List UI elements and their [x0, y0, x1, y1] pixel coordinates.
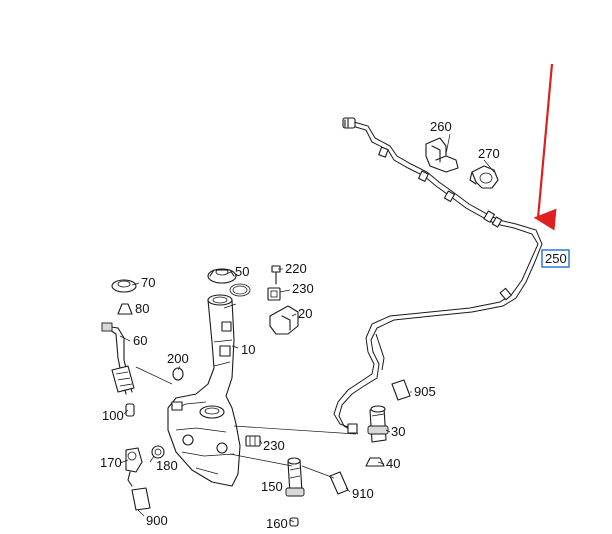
callout-260: 260	[430, 119, 452, 134]
pump-150	[285, 457, 305, 497]
callout-250: 250	[545, 251, 567, 266]
callout-200: 200	[167, 351, 189, 366]
callout-180: 180	[156, 458, 178, 473]
bracket-20	[269, 305, 299, 335]
callout-70: 70	[141, 275, 155, 290]
bracket-260	[425, 137, 459, 173]
pump-30	[367, 405, 389, 443]
callout-100: 100	[102, 408, 124, 423]
callout-30: 30	[391, 424, 405, 439]
washer-reservoir-10	[167, 294, 241, 487]
highlight-arrow	[533, 63, 557, 231]
callout-170: 170	[100, 455, 122, 470]
callout-40: 40	[386, 456, 400, 471]
callout-10: 10	[241, 342, 255, 357]
filler-pipe-60	[101, 322, 135, 395]
nut-230-upper	[267, 287, 281, 301]
nut-230-lower	[245, 435, 261, 447]
callout-270: 270	[478, 146, 500, 161]
cap-70	[111, 279, 137, 293]
callout-230-upper: 230	[292, 281, 314, 296]
callout-230-lower: 230	[263, 438, 285, 453]
connector-910	[329, 471, 349, 495]
callout-50: 50	[235, 264, 249, 279]
callout-80: 80	[135, 301, 149, 316]
callout-20: 20	[298, 306, 312, 321]
callout-220: 220	[285, 261, 307, 276]
sensor-170	[125, 447, 143, 487]
grommet-80	[117, 303, 133, 315]
callout-150: 150	[261, 479, 283, 494]
clip-100	[125, 403, 135, 417]
connector-900	[131, 487, 151, 511]
callout-160: 160	[266, 516, 288, 531]
highlight-box-250	[541, 249, 570, 268]
callout-60: 60	[133, 333, 147, 348]
connector-905	[391, 379, 411, 401]
seal-40	[365, 457, 385, 467]
callout-910: 910	[352, 486, 374, 501]
washer-hose-250	[333, 117, 543, 435]
callout-labels: 70 80 60 200 100 50 220 230 20 10 260 27…	[100, 119, 567, 531]
callout-905: 905	[414, 384, 436, 399]
ring-200	[172, 367, 184, 381]
leader-lines	[119, 133, 495, 523]
filler-cap-50	[207, 268, 251, 297]
clip-270	[469, 165, 499, 189]
grommet-180	[151, 445, 165, 459]
callout-900: 900	[146, 513, 168, 528]
